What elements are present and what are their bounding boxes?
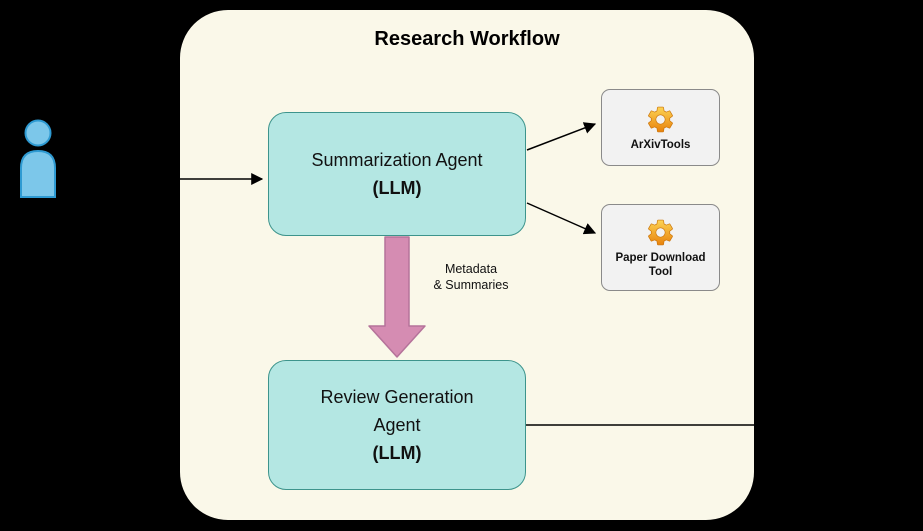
person-head [24, 119, 52, 147]
paper-download-tool-label: Paper Download Tool [615, 251, 705, 279]
diagram-title: Research Workflow [374, 28, 560, 50]
arxivtools-label: ArXivTools [630, 138, 691, 151]
metadata-summaries-label: Metadata & Summaries [421, 261, 521, 293]
review-agent-title-line2: Agent [373, 415, 421, 435]
paper-download-tool-label-line2: Tool [648, 265, 673, 278]
node-summarization-agent: Summarization Agent (LLM) [268, 112, 526, 236]
gear-icon [648, 106, 673, 132]
summarization-agent-subtitle: (LLM) [372, 178, 422, 198]
review-agent-subtitle: (LLM) [372, 443, 422, 463]
metadata-summaries-label-line2: & Summaries [433, 278, 509, 292]
paper-download-tool-label-line1: Paper Download [615, 251, 706, 264]
node-review-generation-agent: Review Generation Agent (LLM) [268, 360, 526, 490]
node-paper-download-tool: Paper Download Tool [601, 204, 720, 291]
summarization-agent-title: Summarization Agent [311, 150, 483, 170]
node-arxivtools: ArXivTools [601, 89, 720, 166]
person-body [20, 149, 56, 198]
metadata-summaries-label-line1: Metadata [444, 262, 498, 276]
person-icon [20, 119, 56, 198]
review-agent-title-line1: Review Generation [320, 387, 474, 407]
gear-icon [648, 219, 673, 245]
